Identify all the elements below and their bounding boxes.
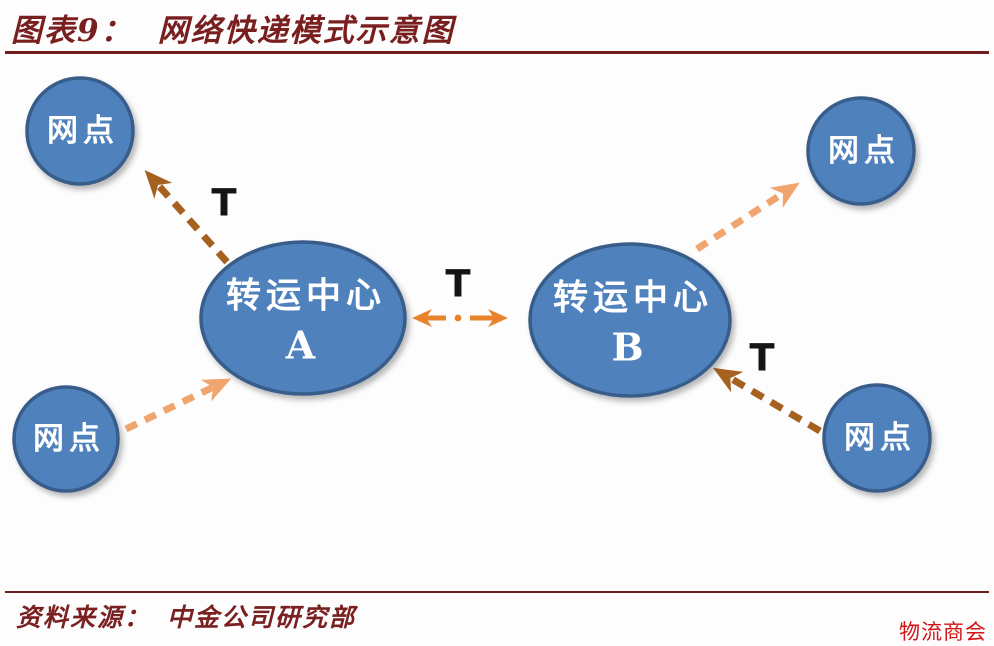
t-label-hub-b-inbound: T — [749, 337, 775, 380]
node-bottom-left-shape — [12, 385, 120, 493]
figure-label: 图表9： — [11, 13, 134, 49]
t-label-hub-a-outbound: T — [211, 182, 237, 225]
hub-a-letter: A — [285, 323, 320, 368]
header-rule — [5, 51, 989, 54]
hub-b-shape — [528, 242, 732, 398]
footer-rule — [5, 591, 989, 593]
hub-a-label: 转运中心 — [226, 276, 386, 317]
t-label-between-hubs: T — [445, 263, 471, 306]
figure-footer: 资料来源： 中金公司研究部 — [16, 598, 356, 634]
arrow-bottom-right-to-hub-b — [713, 367, 822, 435]
arrow-hub-a-to-top-left — [144, 170, 230, 265]
node-top-left-label: 网点 — [47, 113, 119, 149]
arrow-hubs-center-dot — [454, 314, 462, 322]
node-bottom-left-label: 网点 — [33, 421, 105, 457]
node-top-left-shape — [25, 76, 135, 186]
source-label: 资料来源： — [16, 603, 152, 632]
node-top-right-shape — [806, 96, 916, 206]
source-text: 中金公司研究部 — [167, 603, 357, 632]
watermark: 物流商会 — [899, 620, 987, 644]
hub-a-shape — [199, 240, 407, 396]
figure-header: 图表9： 网络快递模式示意图 — [11, 5, 455, 50]
node-top-right-label: 网点 — [828, 133, 900, 169]
hub-b-label: 转运中心 — [553, 278, 713, 319]
node-bottom-right-label: 网点 — [844, 420, 916, 456]
node-bottom-right-shape — [822, 383, 932, 493]
hub-b-letter: B — [611, 325, 648, 370]
arrow-bottom-left-to-hub-a — [124, 378, 232, 433]
arrow-hub-b-to-top-right — [695, 182, 800, 252]
figure-title: 网络快递模式示意图 — [157, 13, 455, 49]
